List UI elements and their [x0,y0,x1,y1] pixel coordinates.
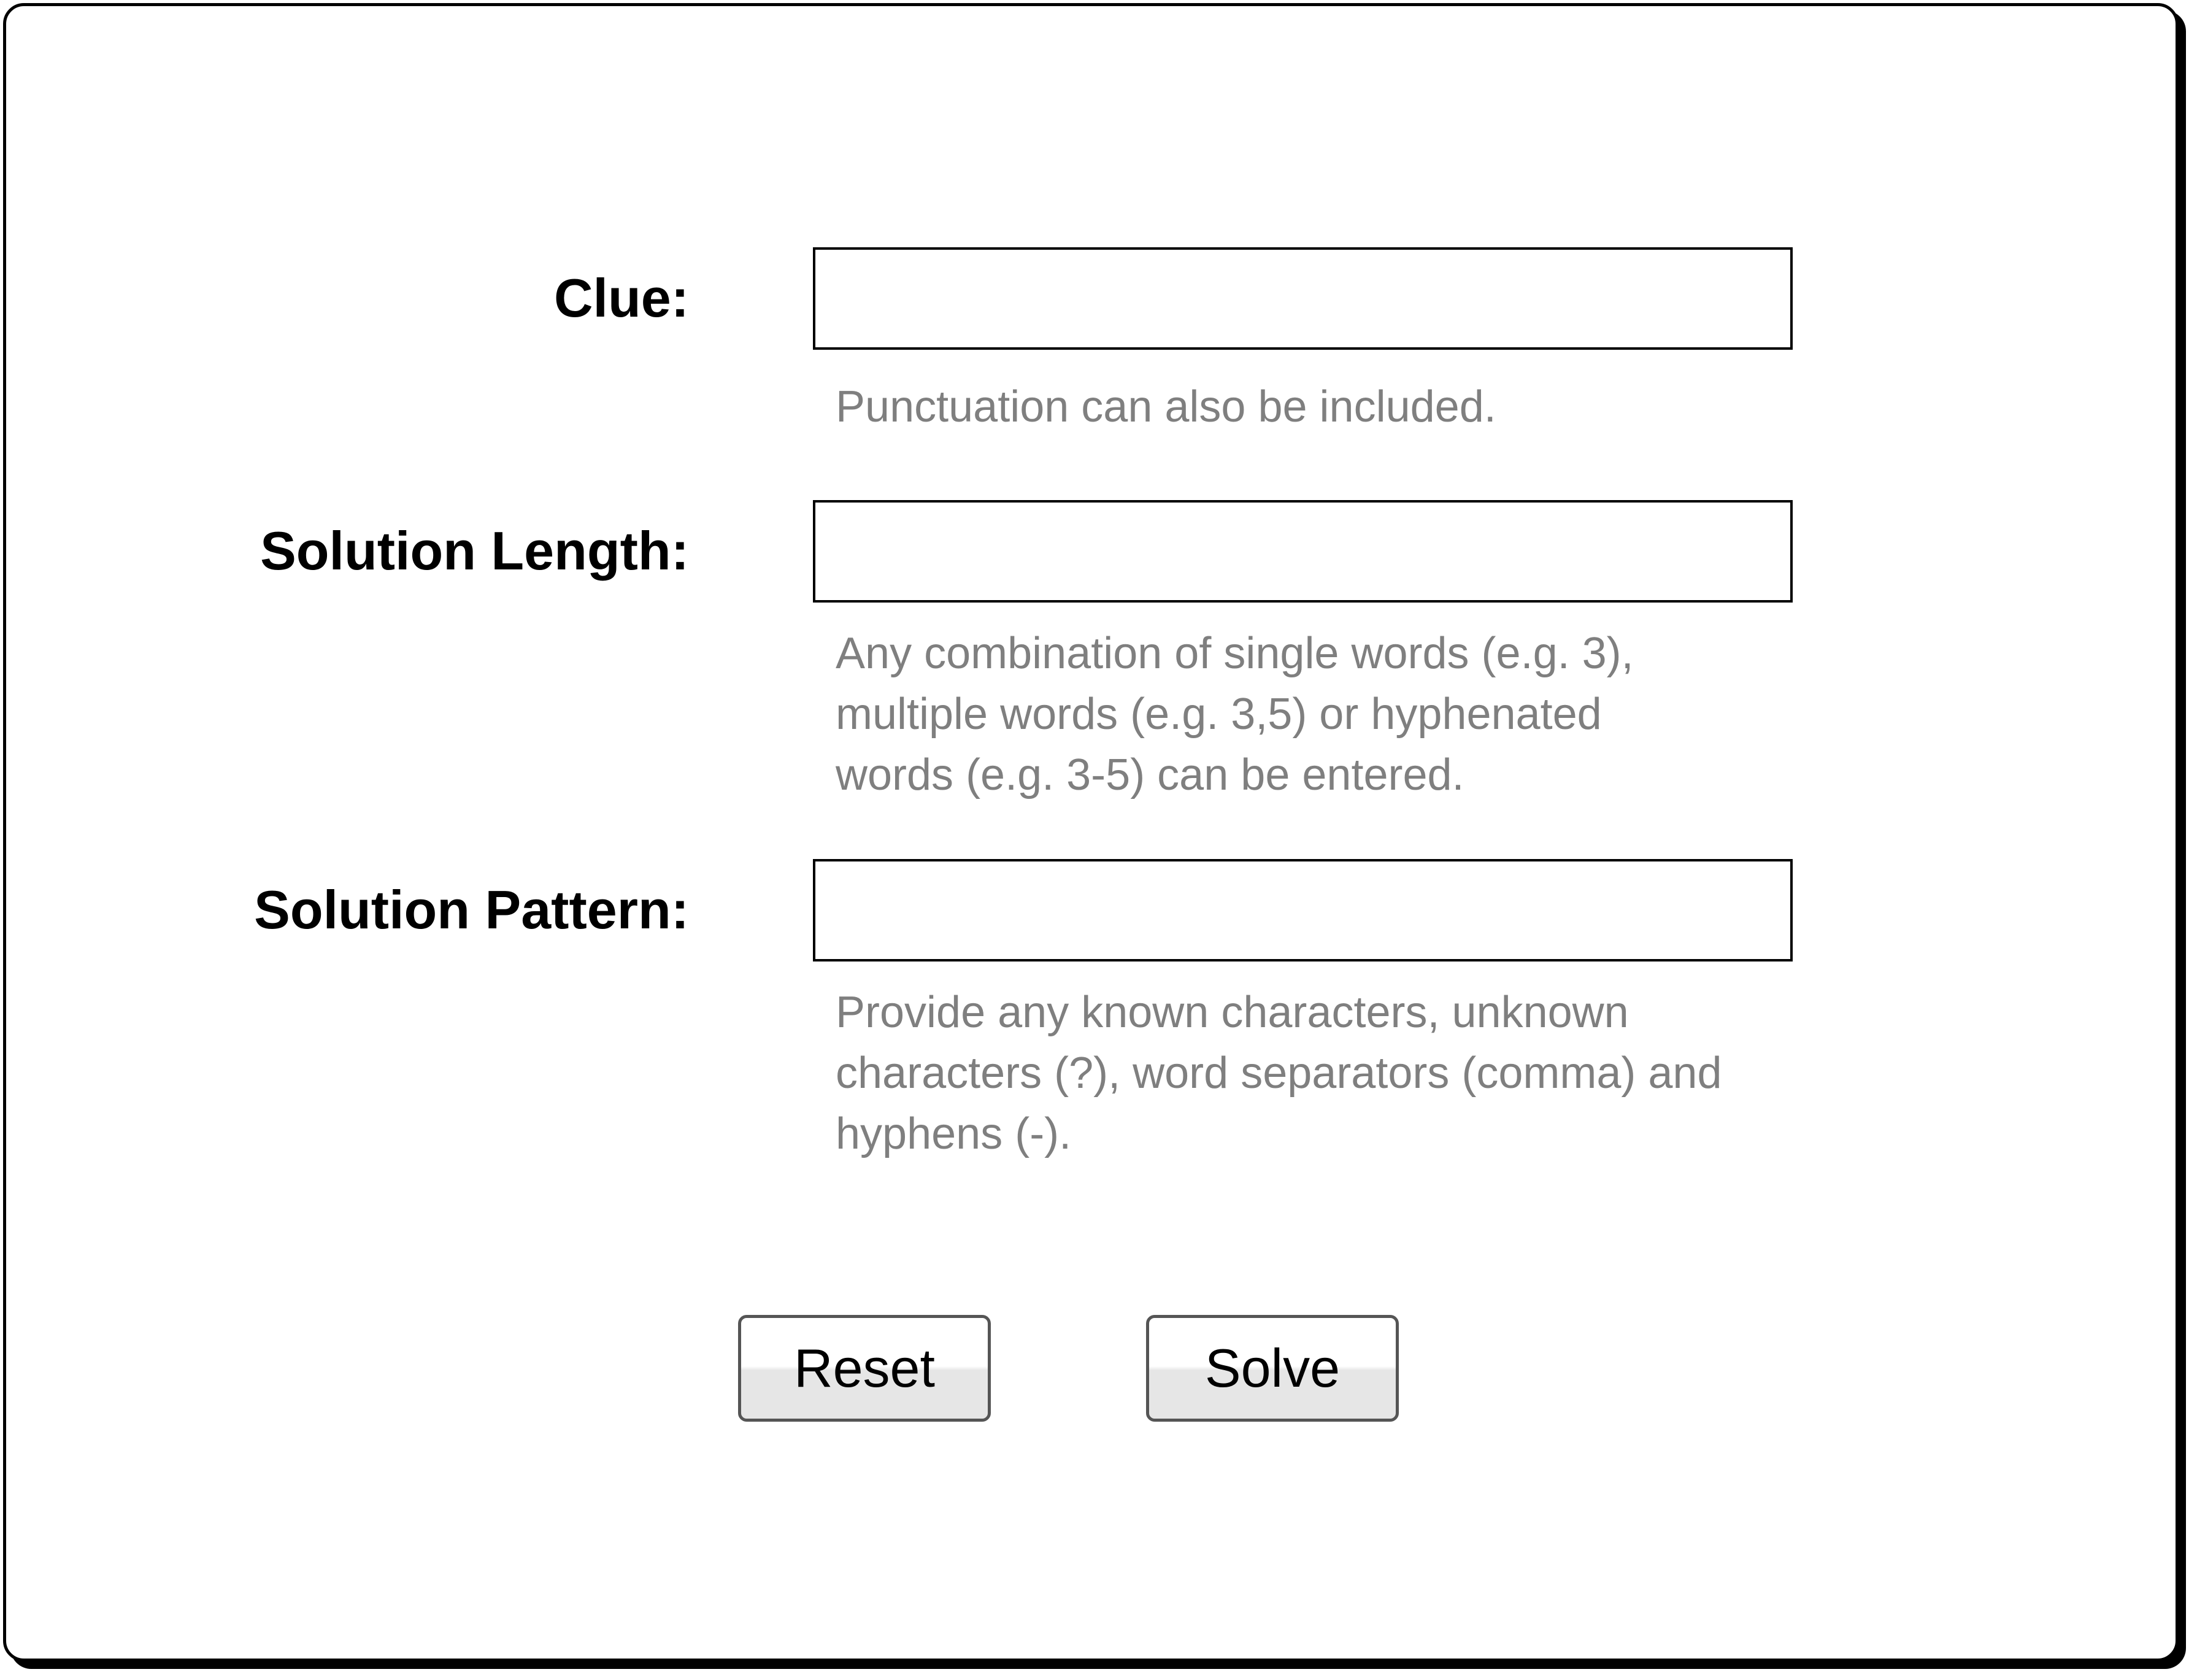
solution-length-hint: Any combination of single words (e.g. 3)… [836,629,1634,800]
solution-length-label: Solution Length: [260,520,689,581]
solution-pattern-hint: Provide any known characters, unknown ch… [836,988,1722,1158]
clue-input[interactable] [813,247,1793,350]
reset-button[interactable]: Reset [738,1315,991,1422]
solution-pattern-input[interactable] [813,859,1793,961]
solve-button[interactable]: Solve [1146,1315,1399,1422]
solution-pattern-label: Solution Pattern: [254,879,689,940]
clue-label: Clue: [554,268,689,328]
solution-length-input[interactable] [813,500,1793,603]
clue-hint: Punctuation can also be included. [836,382,1496,431]
